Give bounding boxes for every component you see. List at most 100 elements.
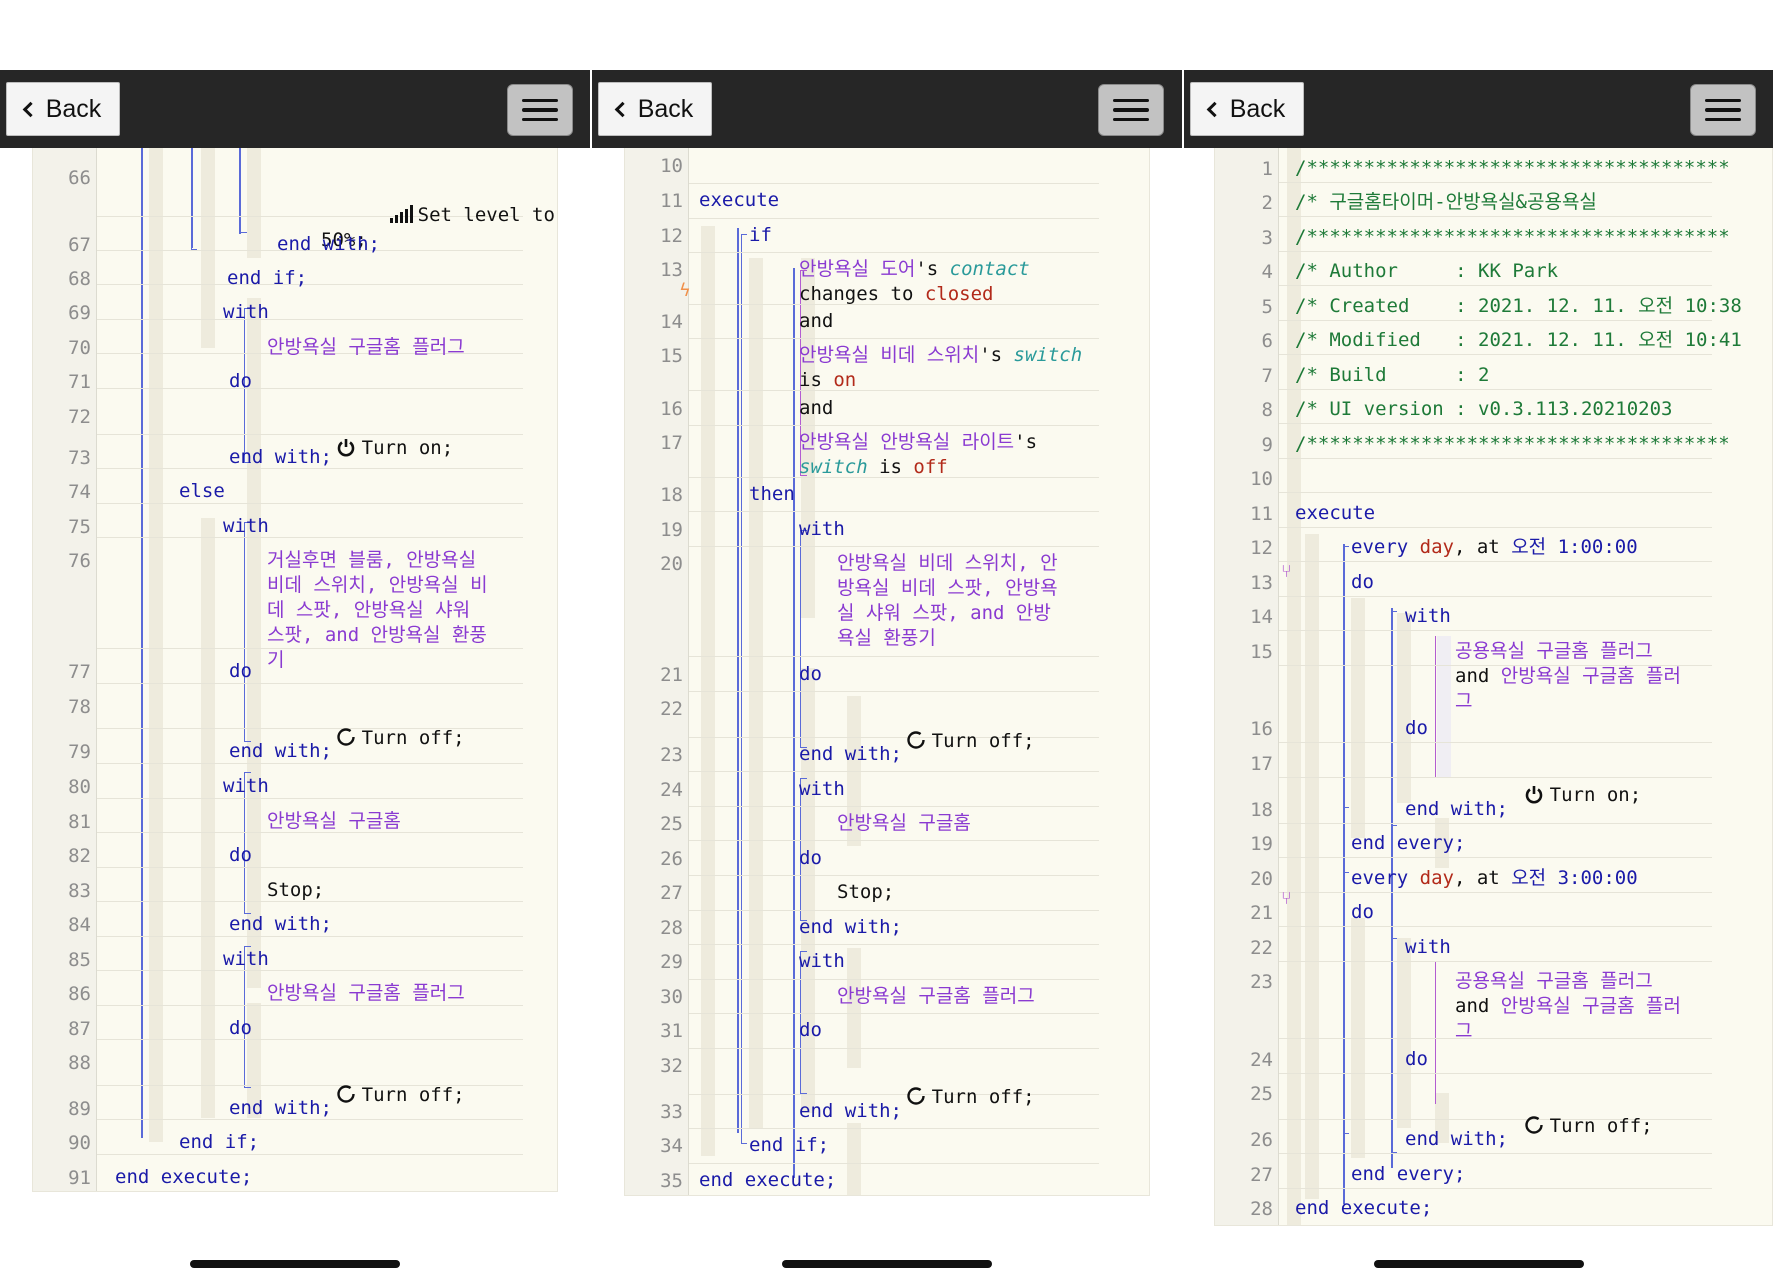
chevron-left-icon: [22, 101, 38, 117]
code-line-33: end with;: [799, 1100, 902, 1122]
code-line-12[interactable]: every day, at 오전 1:00:00: [1351, 536, 1638, 558]
code-line-25[interactable]: 안방욕실 구글홈: [837, 812, 971, 834]
line-number: 24: [660, 779, 683, 801]
phone-right: Back: [1184, 0, 1773, 1280]
code-line-84: end with;: [229, 913, 332, 935]
code-line-70[interactable]: 안방욕실 구글홈 플러그: [267, 336, 465, 358]
menu-button[interactable]: [1690, 84, 1756, 136]
line-number: 75: [68, 516, 91, 538]
line-number: 82: [68, 845, 91, 867]
code-line-29: with: [799, 950, 845, 972]
line-number: 6: [1261, 330, 1273, 352]
line-number: 4: [1261, 261, 1273, 283]
code-text: Turn on;: [361, 437, 454, 459]
code-line-71: do: [229, 370, 252, 392]
code-view[interactable]: 10 11 12 13 14 15 16 17 18 19 20 21 22 2…: [624, 148, 1150, 1196]
line-number: 87: [68, 1018, 91, 1040]
phone-middle: Back: [592, 0, 1182, 1280]
code-line-34: end if;: [749, 1134, 830, 1156]
line-number: 16: [1250, 718, 1273, 740]
back-label: Back: [637, 94, 694, 123]
comment-line-3: /*************************************: [1295, 226, 1730, 248]
code-view[interactable]: 1 2 3 4 5 6 7 8 9 10 11 12 13 14 15 16 1…: [1214, 148, 1773, 1226]
line-number: 21: [660, 664, 683, 686]
line-number: 20: [1250, 868, 1273, 890]
line-number: 20: [660, 553, 683, 575]
line-number: 17: [1250, 753, 1273, 775]
code-line-81[interactable]: 안방욕실 구글홈: [267, 810, 401, 832]
code-line-86[interactable]: 안방욕실 구글홈 플러그: [267, 982, 465, 1004]
line-number: 83: [68, 880, 91, 902]
code-text: Turn off;: [1549, 1115, 1653, 1137]
code-line-11: execute: [1295, 502, 1376, 524]
code-line-21: do: [1351, 901, 1374, 923]
code-line-23[interactable]: 공용욕실 구글홈 플러그 and 안방욕실 구글홈 플러그: [1455, 970, 1681, 1042]
code-line-21: do: [799, 663, 822, 685]
code-view[interactable]: 66 67 68 69 70 71 72 73 74 75 76 77 78 7…: [32, 148, 558, 1192]
line-number: 26: [660, 848, 683, 870]
code-line-22: Turn off;: [837, 704, 1035, 779]
line-number: 27: [1250, 1164, 1273, 1186]
menu-button[interactable]: [1098, 84, 1164, 136]
line-number: 25: [1250, 1083, 1273, 1105]
code-line-74: else: [179, 480, 225, 502]
code-line-15[interactable]: 안방욕실 비데 스위치's switch is on: [799, 344, 1083, 391]
chevron-left-icon: [1206, 101, 1222, 117]
code-line-27: Stop;: [837, 881, 895, 903]
line-number: 19: [660, 519, 683, 541]
line-number: 79: [68, 741, 91, 763]
comment-line-8: /* UI version : v0.3.113.20210203: [1295, 398, 1673, 420]
code-line-28: end with;: [799, 916, 902, 938]
code-line-26: do: [799, 847, 822, 869]
code-line-17: Turn on;: [1455, 758, 1641, 833]
line-gutter: [625, 148, 689, 1195]
code-line-25: Turn off;: [1455, 1089, 1653, 1164]
code-line-15[interactable]: 공용욕실 구글홈 플러그 and 안방욕실 구글홈 플러그: [1455, 640, 1681, 712]
code-line-17[interactable]: 안방욕실 안방욕실 라이트's switch is off: [799, 431, 1038, 478]
line-number: 66: [68, 167, 91, 189]
line-number: 8: [1261, 399, 1273, 421]
line-number: 15: [660, 345, 683, 367]
back-label: Back: [1229, 94, 1286, 123]
code-line-13[interactable]: 안방욕실 도어's contact changes to closed: [799, 258, 1030, 305]
back-button[interactable]: Back: [598, 82, 712, 136]
code-line-89: end with;: [229, 1097, 332, 1119]
code-line-83: Stop;: [267, 879, 325, 901]
line-number: 89: [68, 1098, 91, 1120]
code-line-30[interactable]: 안방욕실 구글홈 플러그: [837, 985, 1035, 1007]
code-text: Turn off;: [361, 727, 465, 749]
line-number: 27: [660, 882, 683, 904]
line-number: 34: [660, 1135, 683, 1157]
line-number: 24: [1250, 1049, 1273, 1071]
code-line-76[interactable]: 거실후면 블룸, 안방욕실 비데 스위치, 안방욕실 비데 스팟, 안방욕실 샤…: [267, 549, 488, 671]
line-number: 19: [1250, 833, 1273, 855]
line-number: 9: [1261, 434, 1273, 456]
line-number: 73: [68, 447, 91, 469]
line-number: 86: [68, 983, 91, 1005]
code-line-87: do: [229, 1017, 252, 1039]
line-number: 5: [1261, 296, 1273, 318]
code-line-20[interactable]: 안방욕실 비데 스위치, 안방욕실 비데 스팟, 안방욕실 샤워 스팟, and…: [837, 552, 1058, 649]
comment-line-7: /* Build : 2: [1295, 364, 1490, 386]
line-number: 68: [68, 268, 91, 290]
trigger-icon: ϟ: [679, 280, 691, 301]
line-gutter: [33, 148, 97, 1191]
power-off-icon: [906, 731, 925, 749]
line-number: 12: [1250, 537, 1273, 559]
code-line-32: Turn off;: [837, 1060, 1035, 1135]
code-line-91: end execute;: [115, 1166, 253, 1188]
line-number: 31: [660, 1020, 683, 1042]
code-line-24: with: [799, 778, 845, 800]
schedule-branch-icon: ⑂: [1281, 888, 1292, 909]
line-number: 10: [660, 155, 683, 177]
home-indicator: [782, 1260, 992, 1268]
back-button[interactable]: Back: [1190, 82, 1304, 136]
power-on-icon: [337, 439, 354, 457]
power-off-icon: [336, 1085, 355, 1103]
menu-button[interactable]: [507, 84, 573, 136]
code-text: Turn off;: [931, 1086, 1035, 1108]
hamburger-icon: [1705, 98, 1741, 103]
code-line-20[interactable]: every day, at 오전 3:00:00: [1351, 867, 1638, 889]
code-line-13: do: [1351, 571, 1374, 593]
back-button[interactable]: Back: [6, 82, 120, 136]
